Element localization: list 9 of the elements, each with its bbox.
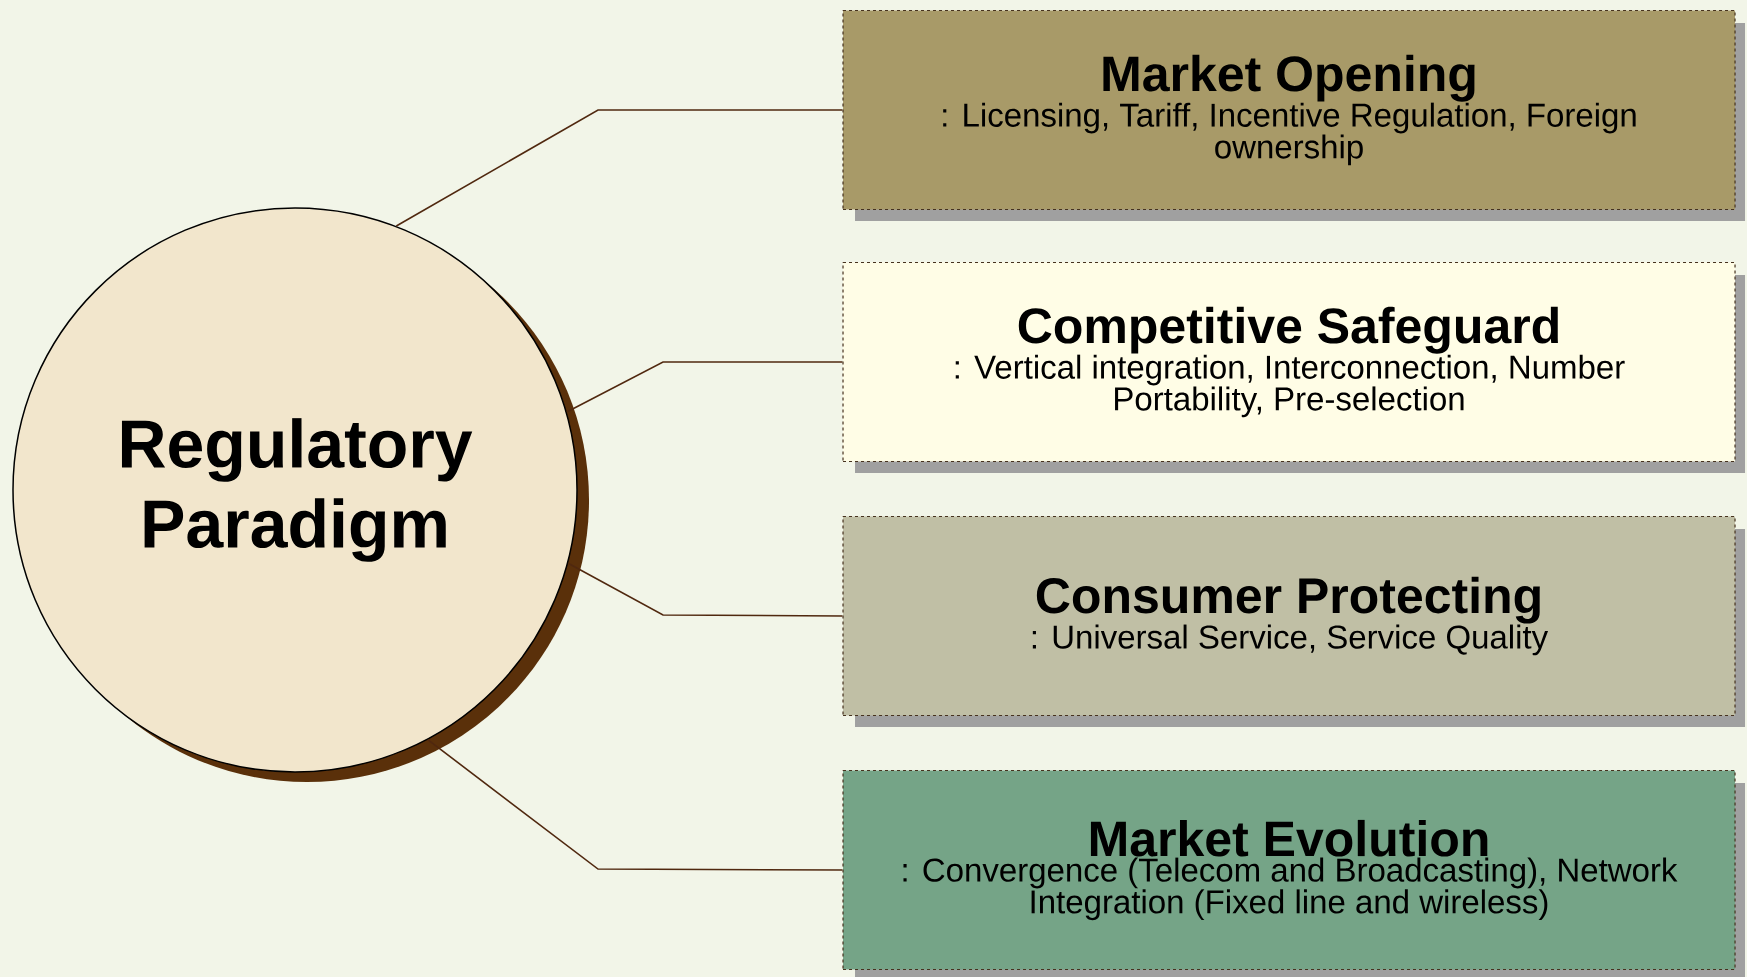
- text-box: Competitive Safeguard : Vertical integration, Interconnection, Number Portability, Pre-selection: [842, 261, 1745, 473]
- connector-line: [395, 109, 844, 227]
- text-box: Market Evolution : Convergence (Telecom and Broadcasting), Network Integration (Fixed line and wireless): [842, 769, 1745, 977]
- connector-line: [567, 562, 844, 617]
- circle-node: Regulatory Paradigm: [12, 207, 589, 782]
- connector-line: [426, 738, 844, 871]
- text-box: Market Opening : Licensing, Tariff, Incentive Regulation, Foreign ownership: [842, 9, 1745, 221]
- connector-line: [566, 361, 844, 413]
- text-box: Consumer Protecting : Universal Service, Service Quality: [842, 515, 1745, 727]
